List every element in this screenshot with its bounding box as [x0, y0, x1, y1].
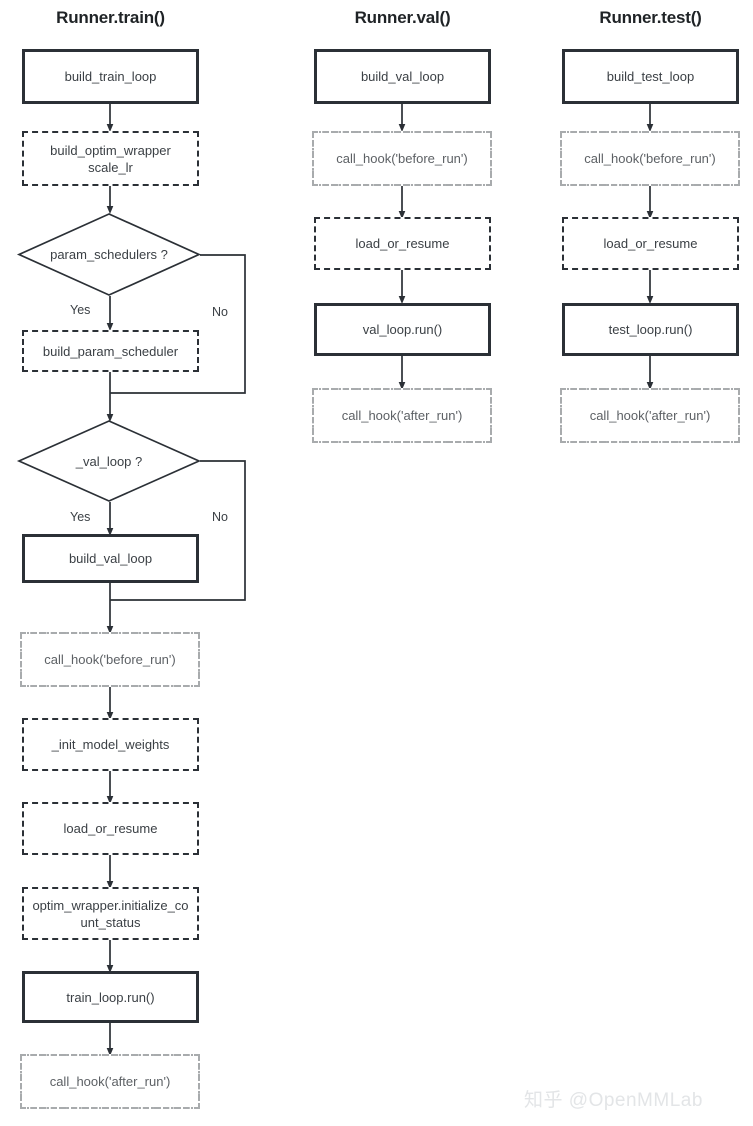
node-label: load_or_resume — [63, 821, 158, 836]
decision-label: param_schedulers ? — [50, 247, 168, 262]
node-label: train_loop.run() — [66, 989, 155, 1005]
decision-label: _val_loop ? — [75, 453, 143, 469]
node-init-model-weights[interactable]: _init_model_weights — [22, 718, 199, 771]
branch-label-yes-param-schedulers: Yes — [70, 303, 91, 317]
node-call-hook-after-run-test[interactable]: call_hook('after_run') — [560, 388, 740, 443]
node-label: call_hook('before_run') — [336, 151, 468, 166]
decision-val-loop[interactable]: _val_loop ? — [16, 420, 202, 502]
watermark: 知乎 @OpenMMLab — [524, 1090, 703, 1111]
column-title-val: Runner.val() — [354, 8, 451, 27]
node-val-loop-run[interactable]: val_loop.run() — [314, 303, 491, 356]
node-label: optim_wrapper.initialize_count_status — [32, 897, 189, 930]
node-label: build_param_scheduler — [42, 343, 179, 359]
node-label: build_val_loop — [360, 69, 445, 84]
node-optim-wrapper-initialize[interactable]: optim_wrapper.initialize_count_status — [22, 887, 199, 940]
node-test-loop-run[interactable]: test_loop.run() — [562, 303, 739, 356]
node-label: val_loop.run() — [362, 322, 443, 337]
node-load-or-resume-train[interactable]: load_or_resume — [22, 802, 199, 855]
node-build-param-scheduler[interactable]: build_param_scheduler — [22, 330, 199, 372]
node-label: load_or_resume — [603, 236, 698, 251]
branch-label-yes-val-loop: Yes — [70, 510, 91, 524]
node-label: test_loop.run() — [608, 322, 693, 337]
node-train-loop-run[interactable]: train_loop.run() — [22, 971, 199, 1023]
node-label: call_hook('before_run') — [584, 151, 716, 166]
node-label: call_hook('after_run') — [49, 1074, 171, 1089]
node-build-val-loop-val[interactable]: build_val_loop — [314, 49, 491, 104]
node-label: build_val_loop — [68, 551, 153, 566]
node-label: call_hook('after_run') — [341, 408, 463, 423]
node-call-hook-before-run-test[interactable]: call_hook('before_run') — [560, 131, 740, 186]
node-call-hook-after-run-val[interactable]: call_hook('after_run') — [312, 388, 492, 443]
node-label: build_train_loop — [64, 69, 157, 84]
node-load-or-resume-test[interactable]: load_or_resume — [562, 217, 739, 270]
branch-label-no-param-schedulers: No — [212, 305, 228, 319]
node-label: call_hook('before_run') — [44, 652, 176, 667]
node-load-or-resume-val[interactable]: load_or_resume — [314, 217, 491, 270]
node-call-hook-after-run-train[interactable]: call_hook('after_run') — [20, 1054, 200, 1109]
branch-label-no-val-loop: No — [212, 510, 228, 524]
node-label: load_or_resume — [355, 236, 450, 251]
node-build-test-loop[interactable]: build_test_loop — [562, 49, 739, 104]
node-build-train-loop[interactable]: build_train_loop — [22, 49, 199, 104]
node-label: _init_model_weights — [51, 737, 170, 752]
node-call-hook-before-run-train[interactable]: call_hook('before_run') — [20, 632, 200, 687]
node-label: call_hook('after_run') — [589, 408, 711, 423]
column-title-test: Runner.test() — [599, 8, 702, 27]
node-build-val-loop-train[interactable]: build_val_loop — [22, 534, 199, 583]
node-call-hook-before-run-val[interactable]: call_hook('before_run') — [312, 131, 492, 186]
decision-param-schedulers[interactable]: param_schedulers ? — [16, 213, 202, 296]
node-label: build_test_loop — [606, 69, 695, 84]
column-title-train: Runner.train() — [56, 8, 165, 27]
